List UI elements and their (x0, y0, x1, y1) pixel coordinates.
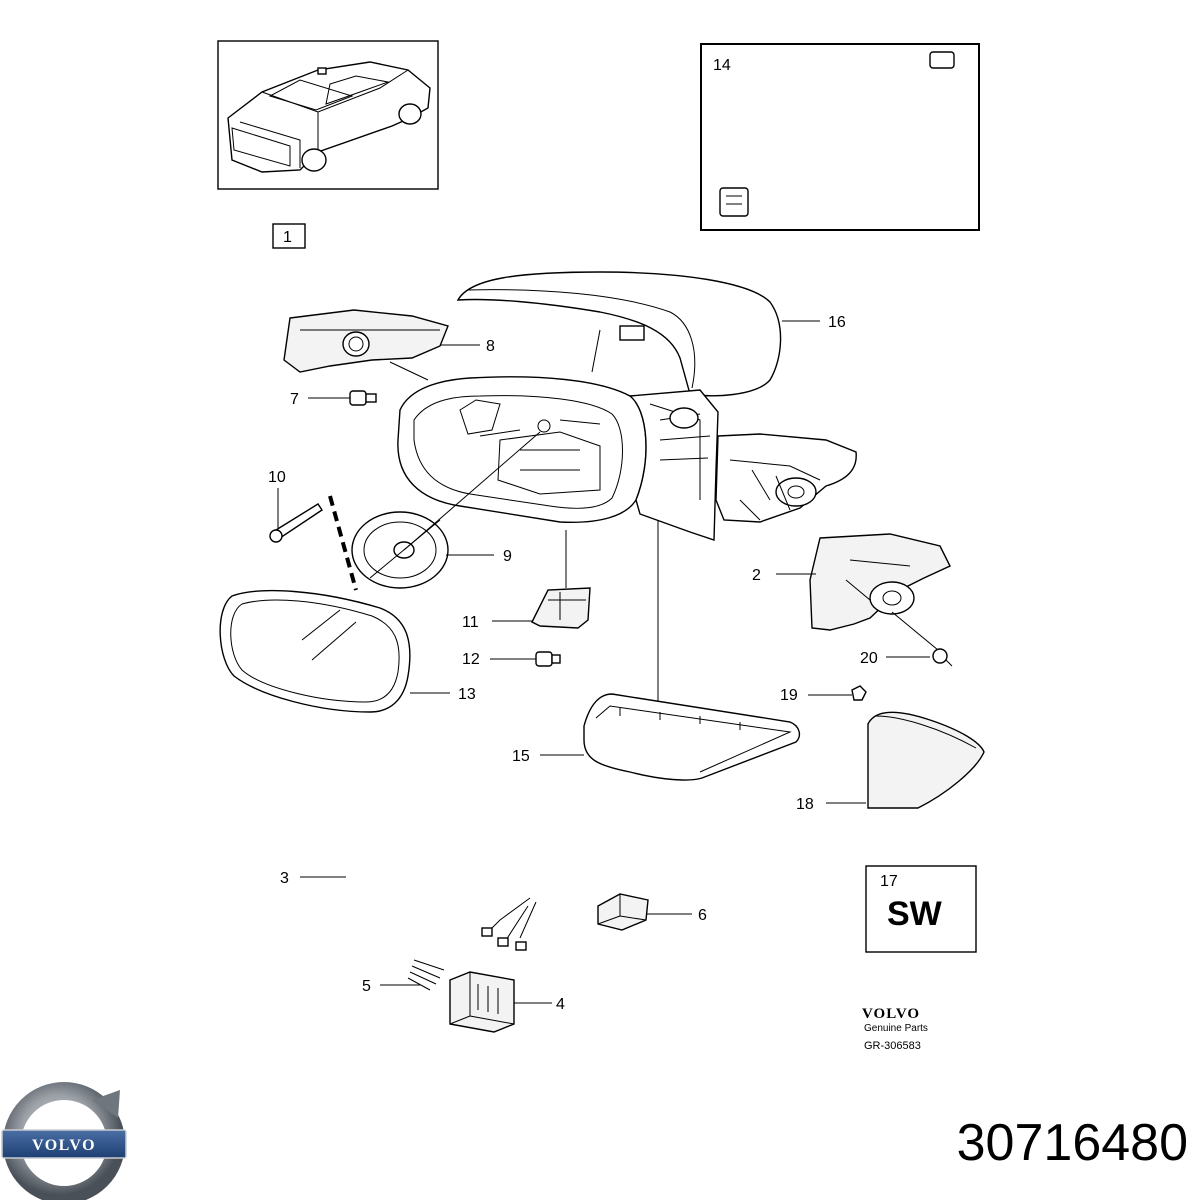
lamp-housing-8: 8 (283, 309, 495, 381)
connector-6: 6 (597, 893, 707, 931)
clip-11: 11 (462, 530, 591, 631)
bulb-7: 7 (290, 390, 377, 408)
mirror-frame (397, 376, 719, 738)
mirror-glass-13: 13 (219, 589, 476, 713)
callout-3-label: 3 (280, 870, 289, 887)
bolt-10: 10 (268, 469, 323, 543)
callout-4-label: 4 (556, 996, 565, 1013)
callout-10-label: 10 (268, 469, 286, 486)
callout-20-label: 20 (860, 650, 878, 667)
connector-4: 4 (449, 971, 565, 1033)
lower-cover-15: 15 (512, 693, 801, 781)
screw-20: 20 (860, 611, 953, 667)
adjuster-9: 9 (351, 431, 541, 589)
callout-1-label: 1 (283, 229, 292, 246)
callout-12-label: 12 (462, 651, 480, 668)
sw-box-17: 17 SW (865, 865, 977, 953)
car-overview-inset (217, 40, 439, 190)
genuine-parts-text: Genuine Parts (864, 1023, 928, 1034)
callout-13-label: 13 (458, 686, 476, 703)
motor-bracket (715, 433, 857, 523)
callout-6-label: 6 (698, 907, 707, 924)
callout-19-label: 19 (780, 687, 798, 704)
callout-1: 1 (272, 223, 306, 249)
motor-housing-2: 2 (752, 533, 951, 631)
sw-box-number: 17 (880, 873, 898, 890)
cable-inset: 14 (700, 43, 980, 231)
guide-dashed-line (328, 495, 358, 591)
callout-9-label: 9 (503, 548, 512, 565)
nut-19: 19 (780, 685, 867, 704)
callout-16-label: 16 (828, 314, 846, 331)
callout-5-label: 5 (362, 978, 371, 995)
mirror-cover-16: 16 (456, 271, 846, 397)
callout-2-label: 2 (752, 567, 761, 584)
volvo-wordmark: VOLVO (862, 1006, 920, 1022)
callout-7-label: 7 (290, 391, 299, 408)
part-number: 30716480 (957, 1114, 1188, 1172)
trim-18: 18 (796, 711, 985, 813)
bulb-12: 12 (462, 651, 561, 668)
harness-3: 3 5 (280, 848, 550, 995)
genuine-parts-block: VOLVO Genuine Parts GR-306583 (862, 1006, 928, 1052)
sw-box-text: SW (887, 895, 943, 933)
callout-18-label: 18 (796, 796, 814, 813)
callout-8-label: 8 (486, 338, 495, 355)
volvo-logo: VOLVO (1, 1082, 127, 1200)
callout-15-label: 15 (512, 748, 530, 765)
callout-11-label: 11 (462, 614, 479, 631)
drawing-ref: GR-306583 (864, 1040, 921, 1052)
logo-wordmark: VOLVO (32, 1137, 96, 1154)
callout-14-label: 14 (713, 57, 731, 74)
